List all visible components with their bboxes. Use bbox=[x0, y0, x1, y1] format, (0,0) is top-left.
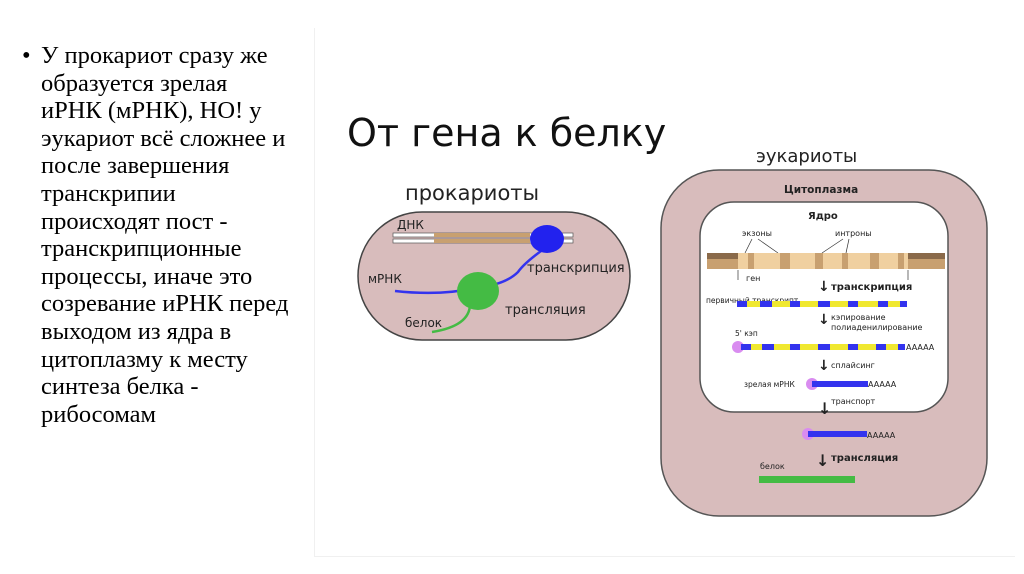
text-line: У прокариот сразу же bbox=[41, 42, 268, 69]
figure-title: От гена к белку bbox=[347, 111, 666, 155]
protein-bar bbox=[759, 476, 855, 483]
exon-pointer-1 bbox=[744, 238, 753, 254]
transport-label: транспорт bbox=[831, 397, 875, 406]
exons-label: экзоны bbox=[742, 229, 772, 238]
gene-introns bbox=[748, 253, 904, 269]
mrna-strand bbox=[394, 244, 549, 295]
cytoplasm-label: Цитоплазма bbox=[784, 184, 858, 196]
capping-arrow: ↓ bbox=[818, 312, 830, 328]
exon-segment bbox=[898, 344, 905, 350]
text-line: процессы, иначе это bbox=[41, 262, 253, 290]
mature-mrna-bar bbox=[812, 381, 868, 387]
eukaryotes-heading: эукариоты bbox=[756, 146, 857, 167]
text-line: выходом из ядра в bbox=[41, 317, 232, 345]
figure-frame bbox=[314, 28, 1015, 557]
mature-mrna-label: зрелая мРНК bbox=[744, 380, 795, 389]
cytoplasm-mrna-bar bbox=[808, 431, 867, 437]
intron-segment bbox=[780, 253, 790, 269]
primary-transcript-bar bbox=[737, 301, 907, 307]
transport-arrow: ↓ bbox=[818, 399, 831, 418]
text-line: цитоплазму к месту bbox=[41, 345, 248, 373]
exon-segment bbox=[760, 301, 772, 307]
poly-a-tail-2: AAAAA bbox=[868, 380, 897, 389]
poly-a-tail-3: AAAAA bbox=[867, 431, 896, 440]
intron-segment bbox=[842, 253, 848, 269]
ribosome bbox=[457, 272, 499, 310]
cap-label: 5' кэп bbox=[735, 329, 758, 338]
text-line: созревание иРНК перед bbox=[41, 290, 289, 318]
euk-protein-label: белок bbox=[760, 462, 785, 471]
bullet: • bbox=[22, 42, 31, 69]
exon-segment bbox=[876, 344, 886, 350]
intron-segment bbox=[748, 253, 754, 269]
rna-polymerase bbox=[530, 225, 564, 253]
text-line: иРНК (мРНК), НО! у bbox=[41, 97, 262, 125]
euk-transcription-label: транскрипция bbox=[831, 282, 912, 293]
euk-translation-label: трансляция bbox=[831, 453, 898, 464]
exon-segment bbox=[762, 344, 774, 350]
intron-segment bbox=[870, 253, 879, 269]
transcription-label: транскрипция bbox=[527, 261, 625, 276]
exon-segment bbox=[741, 344, 751, 350]
protein-label: белок bbox=[405, 316, 442, 330]
intron-pointer-1 bbox=[821, 238, 844, 254]
primary-transcript-label: первичный транскрипт bbox=[706, 296, 799, 305]
text-line: после завершения bbox=[41, 152, 230, 180]
poly-a-tail-1: AAAAA bbox=[906, 343, 935, 352]
exon-segment bbox=[900, 301, 907, 307]
text-line: образуется зрелая bbox=[41, 69, 228, 97]
intron-segment bbox=[815, 253, 823, 269]
polyadenylation-label: полиаденилирование bbox=[831, 323, 923, 332]
prokaryotes-heading: прокариоты bbox=[405, 181, 539, 205]
exon-segment bbox=[737, 301, 747, 307]
text-line: рибосомам bbox=[41, 400, 157, 428]
dna-label: ДНК bbox=[397, 218, 424, 232]
text-line: транскрипционные bbox=[41, 235, 242, 263]
text-line: происходят пост - bbox=[41, 207, 228, 235]
exon-segment bbox=[790, 344, 800, 350]
nucleus-label: Ядро bbox=[808, 211, 838, 222]
exon-segment bbox=[848, 344, 858, 350]
text-line: синтеза белка - bbox=[41, 373, 199, 401]
intron-segment bbox=[898, 253, 904, 269]
translation-label: трансляция bbox=[505, 303, 586, 318]
exon-segment bbox=[848, 301, 858, 307]
gene-label: ген bbox=[746, 274, 760, 283]
capping-label: кэпирование bbox=[831, 313, 886, 322]
exon-segment bbox=[790, 301, 800, 307]
dna-gene-bottom bbox=[434, 239, 530, 243]
dna-gene-top bbox=[434, 233, 530, 237]
transcription-arrow: ↓ bbox=[818, 279, 830, 295]
splicing-arrow: ↓ bbox=[818, 358, 830, 374]
exon-segment bbox=[818, 344, 830, 350]
mrna-label: мРНК bbox=[368, 272, 402, 286]
text-line: транскрипии bbox=[41, 179, 176, 207]
splicing-label: сплайсинг bbox=[831, 361, 875, 370]
exon-pointer-2 bbox=[757, 238, 779, 254]
introns-label: интроны bbox=[835, 229, 872, 238]
capped-transcript-bar bbox=[741, 344, 905, 350]
intron-pointer-2 bbox=[845, 238, 850, 254]
exon-segment bbox=[818, 301, 830, 307]
text-line: эукариот всё сложнее и bbox=[41, 124, 286, 152]
translation-arrow: ↓ bbox=[816, 451, 829, 470]
exon-segment bbox=[878, 301, 888, 307]
